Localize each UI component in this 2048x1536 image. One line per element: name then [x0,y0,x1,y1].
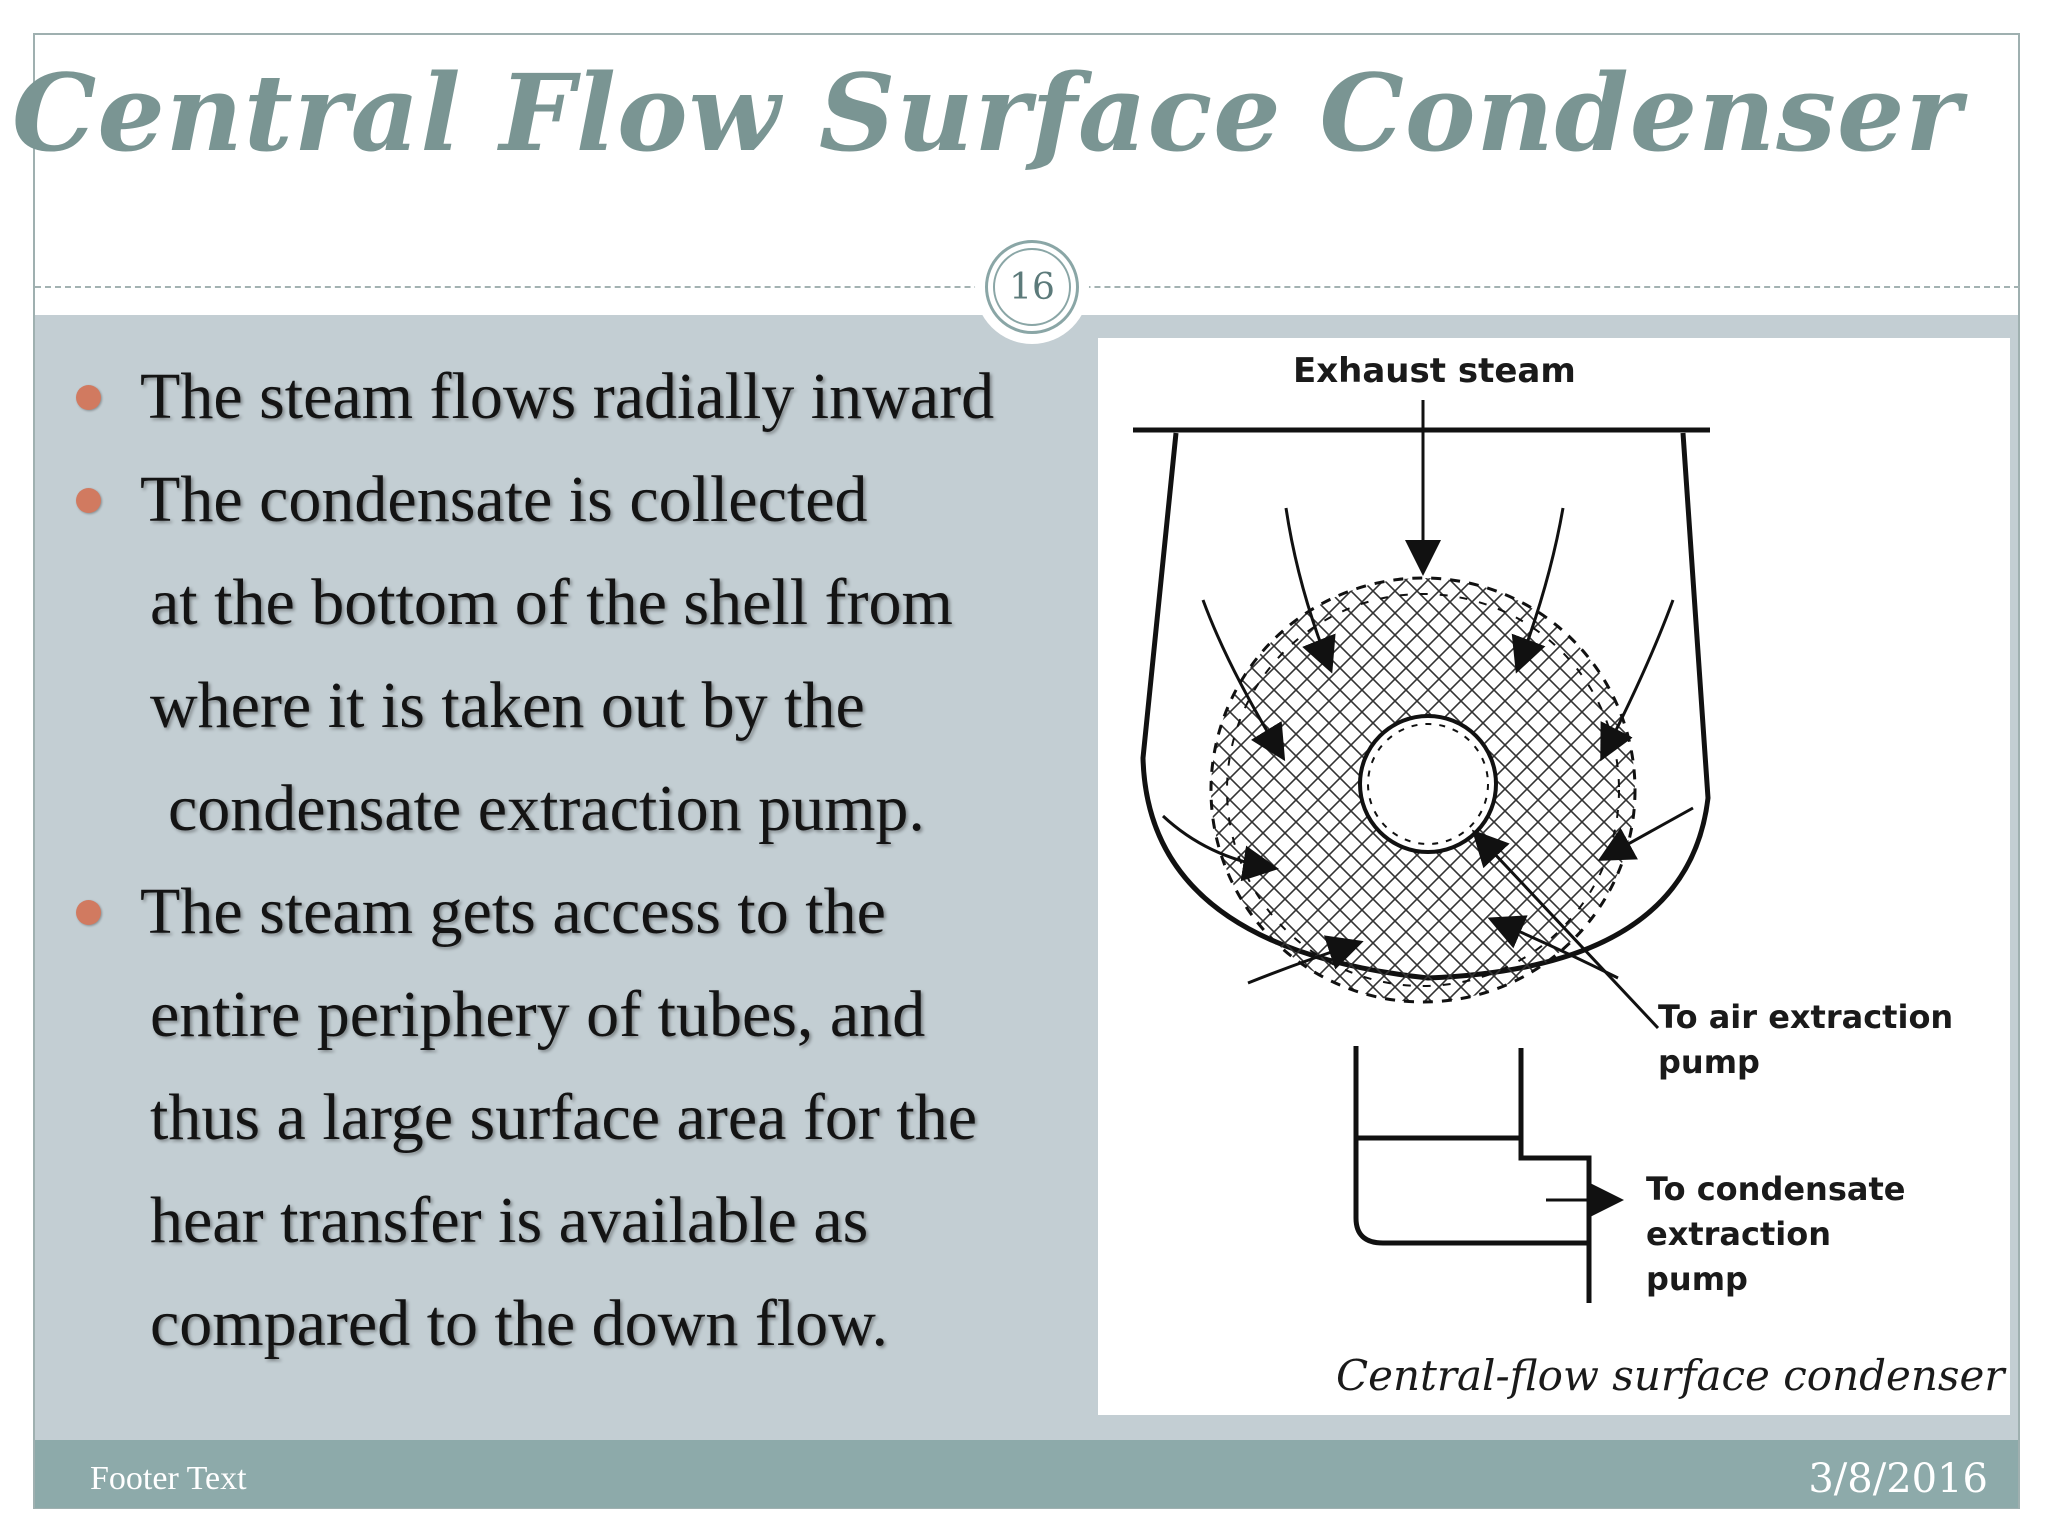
label-condensate-pump: pump [1646,1260,1748,1298]
bullet-item: The condensate is collected at the botto… [70,448,1100,860]
bullet-item: The steam flows radially inward [70,345,1100,448]
bullet-line: The condensate is collected [140,463,868,536]
figure-caption: Central-flow surface condenser [1336,1351,2007,1400]
page-number-ring: 16 [985,240,1079,334]
condenser-figure: Exhaust steam To air extraction pump To … [1098,338,2010,1415]
bullet-line: entire periphery of tubes, and [150,978,926,1051]
bullet-line: thus a large surface area for the [150,1081,977,1154]
footer-date: 3/8/2016 [1808,1456,1988,1502]
label-exhaust-steam: Exhaust steam [1293,351,1576,391]
page-number: 16 [1009,266,1055,308]
tube-ring-outer [1209,576,1637,1004]
bullet-line: where it is taken out by the [150,669,865,742]
steam-flow-arrows [1161,507,1694,985]
bullet-item: The steam gets access to the entire peri… [70,860,1100,1375]
central-core [1358,714,1498,854]
tube-bundle [1209,576,1637,1004]
hotwell-piping [1353,1046,1592,1303]
air-extraction-arrow [1471,829,1660,1030]
page-number-badge: 16 [975,230,1089,344]
label-air-extraction: To air extraction [1658,998,1953,1036]
slide-frame [33,33,2020,1509]
bullet-line: compared to the down flow. [150,1287,889,1360]
bullet-line: hear transfer is available as [150,1184,869,1257]
label-air-extraction-pump: pump [1658,1043,1760,1081]
condenser-diagram: Exhaust steam To air extraction pump To … [1133,351,2007,1400]
bullet-line: condensate extraction pump. [168,772,925,845]
bullet-line: The steam gets access to the [140,875,886,948]
bullet-line: The steam flows radially inward [140,360,995,433]
bullet-dot-icon [76,385,101,410]
tube-ring-inner [1226,593,1620,987]
footer-text: Footer Text [90,1460,247,1497]
bullet-line: at the bottom of the shell from [150,566,953,639]
slide-title: Central Flow Surface Condenser [12,50,1963,175]
bullet-list: The steam flows radially inward The cond… [70,345,1100,1375]
core-tube-ring [1367,723,1489,845]
label-condensate-extraction: extraction [1646,1215,1831,1253]
bullet-dot-icon [76,488,101,513]
footer-bar: Footer Text 3/8/2016 [35,1440,2018,1508]
label-condensate: To condensate [1646,1170,1905,1208]
bullet-dot-icon [76,900,101,925]
